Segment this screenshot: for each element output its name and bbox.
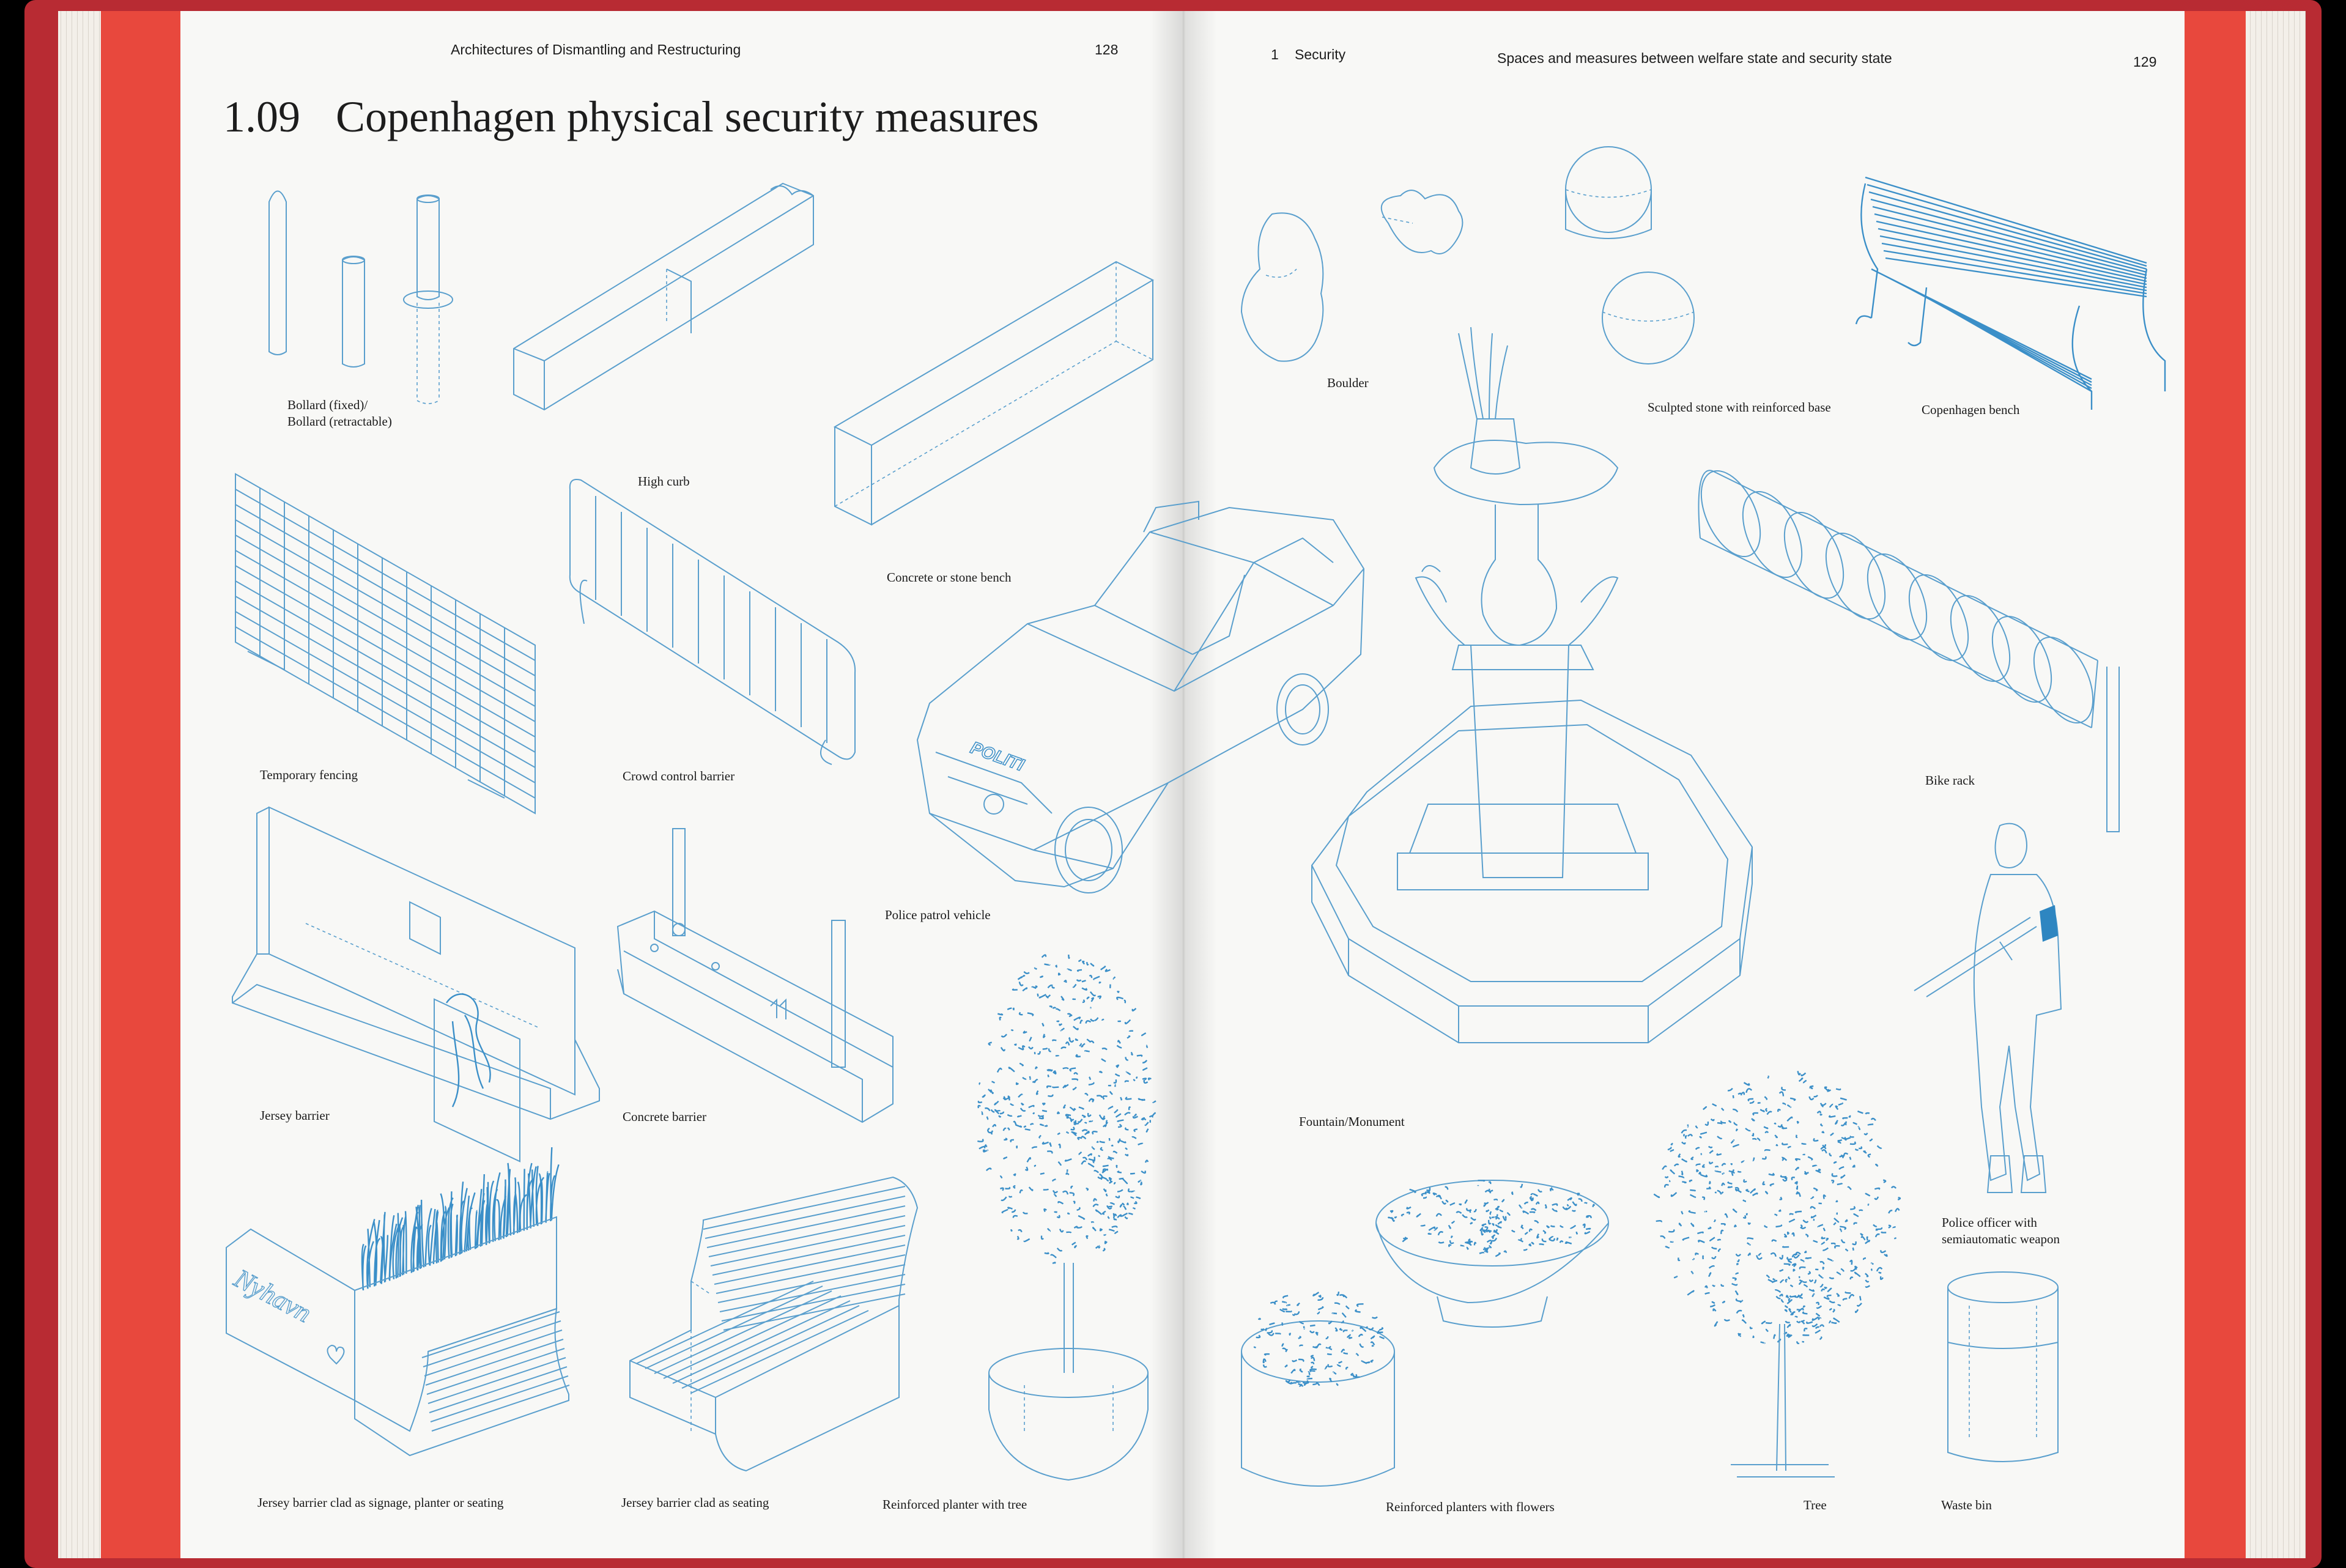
caption-copenhagen-bench: Copenhagen bench	[1922, 402, 2020, 417]
caption-bollard-line1: Bollard (fixed)/	[287, 398, 368, 412]
bike-loop	[1814, 524, 1897, 628]
left-page-number: 128	[1095, 42, 1119, 57]
page-title: 1.09 Copenhagen physical security measure…	[223, 92, 1039, 142]
caption-jersey-barrier: Jersey barrier	[260, 1108, 330, 1123]
caption-boulder: Boulder	[1327, 375, 1369, 390]
bike-loop	[1772, 503, 1856, 607]
concrete-barrier-illustration	[618, 823, 899, 1141]
caption-planter-tree: Reinforced planter with tree	[883, 1497, 1027, 1512]
caption-officer-line2: semiautomatic weapon	[1942, 1232, 2060, 1246]
temporary-fencing-illustration	[235, 474, 547, 816]
title-text: Copenhagen physical security measures	[336, 92, 1039, 141]
bike-loop	[2022, 628, 2105, 732]
caption-temporary-fencing: Temporary fencing	[260, 767, 358, 782]
bollard-illustration	[257, 180, 453, 413]
high-curb-illustration	[514, 177, 893, 422]
waste-bin-illustration	[1945, 1269, 2067, 1477]
right-page-number: 129	[2133, 54, 2157, 70]
bike-loop	[1731, 483, 1814, 586]
caption-jersey-signage: Jersey barrier clad as signage, planter …	[257, 1495, 504, 1510]
planter-tree-illustration	[975, 945, 1165, 1483]
right-page	[1183, 11, 2185, 1558]
caption-jersey-seating: Jersey barrier clad as seating	[621, 1495, 769, 1510]
planters-flowers-illustration	[1235, 1150, 1627, 1517]
bike-loop	[1856, 545, 1939, 649]
book-gutter	[1150, 11, 1217, 1558]
fountain-illustration	[1275, 327, 1813, 1079]
crowd-barrier-illustration	[563, 477, 868, 771]
police-vehicle-illustration: POLITI	[911, 495, 1370, 899]
caption-concrete-barrier: Concrete barrier	[623, 1109, 707, 1124]
jersey-seating-illustration	[630, 1177, 923, 1483]
vehicle-politi-text: POLITI	[968, 738, 1027, 775]
left-running-title: Architectures of Dismantling and Restruc…	[451, 42, 741, 57]
caption-waste-bin: Waste bin	[1941, 1498, 1992, 1512]
caption-planters-flowers: Reinforced planters with flowers	[1386, 1500, 1555, 1514]
section-number: 1	[1271, 46, 1279, 62]
title-number: 1.09	[223, 92, 300, 141]
caption-concrete-bench: Concrete or stone bench	[887, 570, 1012, 585]
bike-loop	[1980, 607, 2063, 711]
left-page	[180, 11, 1183, 1558]
concrete-bench-illustration	[835, 262, 1165, 537]
caption-bollard-line2: Bollard (retractable)	[287, 414, 392, 429]
jersey-signage-illustration: Nyhavn	[226, 1199, 587, 1468]
caption-police-vehicle: Police patrol vehicle	[885, 908, 991, 922]
bike-rack-illustration	[1700, 465, 2128, 844]
bike-loop	[1939, 586, 2022, 690]
tree-illustration	[1645, 1067, 1920, 1489]
caption-fountain: Fountain/Monument	[1299, 1114, 1405, 1129]
bike-loop	[1897, 566, 1980, 670]
right-running-title: Spaces and measures between welfare stat…	[1497, 50, 1892, 66]
caption-officer-line1: Police officer with	[1942, 1215, 2037, 1230]
copenhagen-bench-illustration	[1847, 159, 2165, 416]
sculpted-stone-illustration	[1556, 135, 1703, 379]
jersey-barrier-illustration	[232, 801, 612, 1125]
police-officer-illustration	[1908, 813, 2092, 1205]
boulder-illustration	[1229, 153, 1413, 373]
caption-bike-rack: Bike rack	[1925, 773, 1975, 788]
caption-tree: Tree	[1804, 1498, 1827, 1512]
caption-sculpted-stone: Sculpted stone with reinforced base	[1648, 400, 1831, 415]
bike-loop	[1689, 462, 1772, 566]
section-name: Security	[1295, 46, 1346, 62]
caption-crowd-barrier: Crowd control barrier	[623, 769, 735, 783]
right-red-endpaper	[2185, 11, 2246, 1558]
caption-high-curb: High curb	[638, 474, 690, 489]
signage-lettering: Nyhavn	[229, 1263, 316, 1328]
left-red-endpaper	[101, 11, 185, 1558]
